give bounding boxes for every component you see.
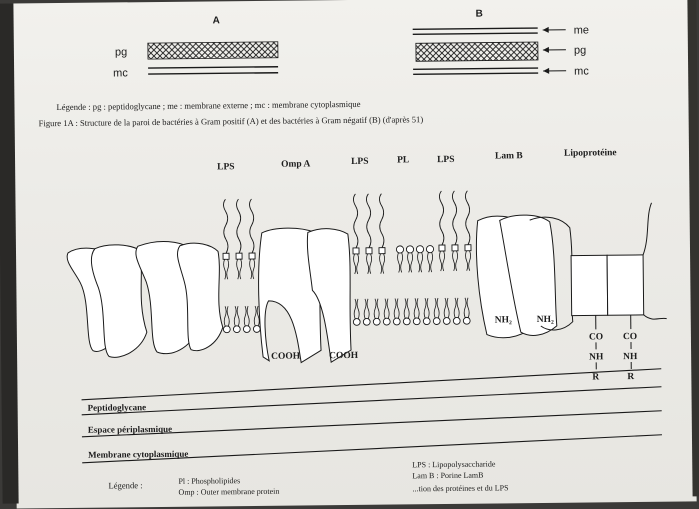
legend-item-pl: Pl : Phospholipides <box>178 476 240 486</box>
legend-top: Légende : pg : peptidoglycane ; me : mem… <box>56 99 360 112</box>
label-lipoproteine: Lipoprotéine <box>564 148 617 159</box>
lps-group-1 <box>222 199 260 333</box>
legend-item-omp: Omp : Outer membrane protein <box>178 487 279 497</box>
figure-caption: Figure 1A : Structure de la paroi de bac… <box>39 114 424 128</box>
pg-label-a: pg <box>115 46 127 58</box>
inner-leaflet <box>353 298 470 326</box>
r-label-2: R <box>627 372 634 382</box>
panel-a-label: A <box>213 15 220 26</box>
lipoprotein-box-1 <box>571 255 608 315</box>
label-pl: PL <box>397 155 409 165</box>
figure-b: B me pg mc <box>412 7 589 79</box>
nh-label-2: NH <box>623 352 638 362</box>
cooh-label-1: COOH <box>271 352 301 362</box>
layer-peptidoglycane: Peptidoglycane <box>88 402 147 413</box>
label-lamb: Lam B <box>495 151 523 161</box>
legend-bottom-title: Légende : <box>108 480 142 490</box>
mc-label-b: mc <box>574 65 589 77</box>
layer-line-1 <box>81 369 661 400</box>
peptidoglycan-layer-a <box>148 42 278 59</box>
legend-item-lamb: Lam B : Porine LamB <box>412 471 483 481</box>
r-label-1: R <box>592 372 599 382</box>
label-lps-3: LPS <box>437 155 455 165</box>
bottom-legend: Légende : Pl : Phospholipides Omp : Oute… <box>108 459 508 497</box>
lps-group-3 <box>438 191 471 271</box>
nh-label-1: NH <box>589 352 604 362</box>
figure-a: A pg mc <box>113 15 279 80</box>
pg-label-b: pg <box>574 45 586 57</box>
layer-periplasmique: Espace périplasmique <box>88 424 172 435</box>
mc-label-a: mc <box>113 67 128 79</box>
cooh-label-2: COOH <box>329 351 359 361</box>
legend-partial-text: ...tion des protéines et du LPS <box>412 483 508 493</box>
layer-cytoplasmique: Membrane cytoplasmique <box>88 449 188 460</box>
layer-line-2 <box>81 387 661 415</box>
nh2-label-1: NH₂ <box>495 315 512 325</box>
label-ompa: Omp A <box>281 159 311 169</box>
nh2-label-2: NH₂ <box>537 315 554 325</box>
label-lps-2: LPS <box>351 157 369 167</box>
lipoprotein-box-2 <box>607 255 644 315</box>
phospholipid-group <box>396 246 433 273</box>
panel-b-label: B <box>475 9 482 20</box>
label-lps-1: LPS <box>217 162 235 172</box>
co-label-2: CO <box>623 332 637 342</box>
lps-group-2 <box>352 194 385 274</box>
me-label-b: me <box>574 24 589 36</box>
peptidoglycan-layer-b <box>416 42 538 61</box>
membrane-diagram: LPS Omp A LPS PL LPS Lam B Lipoprotéine <box>66 148 668 463</box>
legend-item-lps: LPS : Lipopolysaccharide <box>412 459 496 469</box>
co-label-1: CO <box>589 332 603 342</box>
